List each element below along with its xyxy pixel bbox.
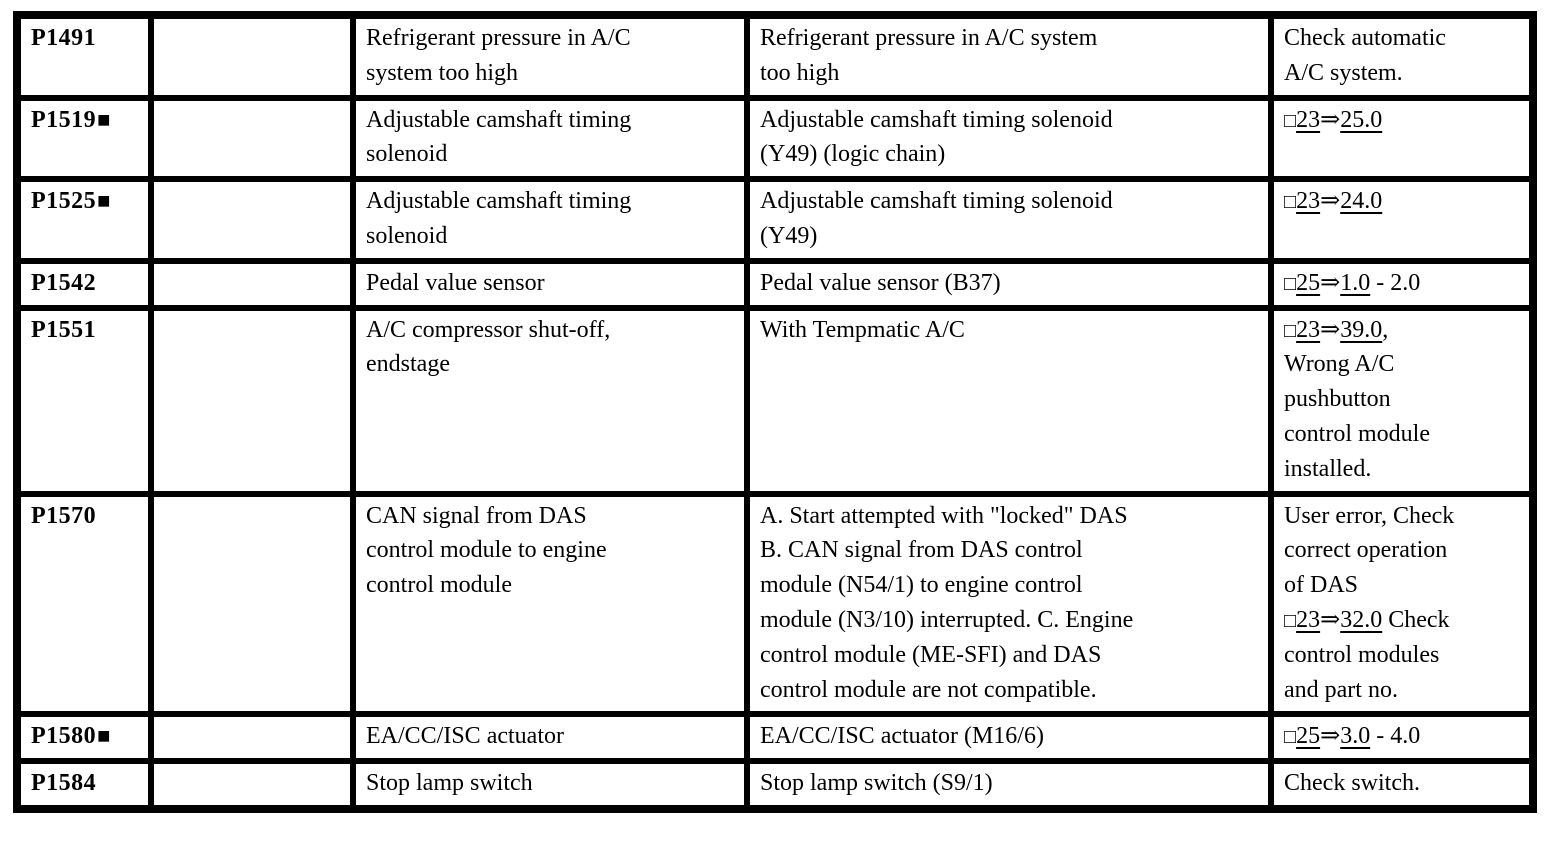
- blank-cell: [148, 711, 356, 765]
- remedy-text: - 2.0: [1370, 269, 1421, 296]
- table-row: P1525■ Adjustable camshaft timing solenoi…: [14, 176, 1536, 264]
- dtc-code-cell: P1542: [14, 257, 154, 311]
- fault-detail-cell: With Tempmatic A/C: [744, 304, 1274, 497]
- open-square-icon: □: [1284, 609, 1297, 632]
- blank-cell: [148, 758, 356, 812]
- remedy-cell: □25⇒3.0 - 4.0: [1268, 711, 1536, 765]
- filled-square-marker: ■: [97, 723, 111, 749]
- fault-short-description-cell: EA/CC/ISC actuator: [350, 711, 750, 765]
- remedy-text: ⇒: [1320, 188, 1341, 215]
- dtc-table: P1491 Refrigerant pressure in A/C system …: [13, 11, 1537, 813]
- test-step-reference: 23: [1296, 106, 1321, 133]
- dtc-code: P1570: [31, 502, 97, 529]
- fault-detail-cell: Pedal value sensor (B37): [744, 257, 1274, 311]
- blank-cell: [148, 176, 356, 264]
- filled-square-marker: ■: [97, 188, 111, 214]
- fault-detail-cell: A. Start attempted with "locked" DAS B. …: [744, 490, 1274, 718]
- blank-cell: [148, 12, 356, 101]
- table-row: P1570 CAN signal from DAS control module …: [14, 490, 1536, 718]
- fault-short-description-cell: Adjustable camshaft timing solenoid: [350, 94, 750, 183]
- fault-detail-cell: Refrigerant pressure in A/C system too h…: [744, 12, 1274, 101]
- remedy-cell: Check switch.: [1268, 758, 1536, 812]
- dtc-code: P1519: [31, 106, 97, 133]
- remedy-text: ⇒: [1320, 723, 1341, 750]
- remedy-cell: User error, Check correct operation of D…: [1268, 490, 1536, 718]
- dtc-code: P1580: [31, 723, 97, 750]
- fault-short-description-cell: Pedal value sensor: [350, 257, 750, 311]
- remedy-text: - 4.0: [1370, 723, 1421, 750]
- remedy-text: Check automatic A/C system.: [1284, 25, 1446, 86]
- remedy-cell: □23⇒24.0: [1268, 176, 1536, 264]
- fault-short-description-cell: CAN signal from DAS control module to en…: [350, 490, 750, 718]
- fault-short-description-cell: Adjustable camshaft timing solenoid: [350, 176, 750, 264]
- dtc-code: P1491: [31, 25, 97, 51]
- dtc-code-cell: P1519■: [14, 94, 154, 183]
- blank-cell: [148, 257, 356, 311]
- blank-cell: [148, 94, 356, 183]
- remedy-cell: □23⇒25.0: [1268, 94, 1536, 183]
- remedy-text: User error, Check correct operation of D…: [1284, 502, 1455, 599]
- test-step-reference: 25: [1296, 723, 1321, 750]
- fault-detail-cell: Adjustable camshaft timing solenoid (Y49…: [744, 94, 1274, 183]
- remedy-cell: □25⇒1.0 - 2.0: [1268, 257, 1536, 311]
- fault-detail-cell: EA/CC/ISC actuator (M16/6): [744, 711, 1274, 765]
- remedy-text: Check switch.: [1284, 770, 1420, 797]
- open-square-icon: □: [1284, 191, 1297, 214]
- blank-cell: [148, 304, 356, 497]
- filled-square-marker: ■: [97, 106, 111, 132]
- test-step-reference: 25: [1296, 269, 1321, 296]
- fault-detail-cell: Stop lamp switch (S9/1): [744, 758, 1274, 812]
- open-square-icon: □: [1284, 319, 1297, 342]
- dtc-table-body: P1491 Refrigerant pressure in A/C system …: [14, 12, 1536, 812]
- blank-cell: [148, 490, 356, 718]
- remedy-cell: □23⇒39.0, Wrong A/C pushbutton control m…: [1268, 304, 1536, 497]
- remedy-text: ⇒: [1320, 606, 1341, 633]
- remedy-text: ⇒: [1320, 269, 1341, 296]
- fault-short-description-cell: Stop lamp switch: [350, 758, 750, 812]
- dtc-code-cell: P1580■: [14, 711, 154, 765]
- remedy-cell: Check automatic A/C system.: [1268, 12, 1536, 101]
- open-square-icon: □: [1284, 109, 1297, 132]
- dtc-code: P1584: [31, 770, 97, 797]
- test-step-reference: 25.0: [1340, 106, 1383, 133]
- dtc-code: P1525: [31, 188, 97, 215]
- test-step-reference: 32.0: [1340, 606, 1383, 633]
- test-step-reference: 1.0: [1340, 269, 1371, 296]
- open-square-icon: □: [1284, 726, 1297, 749]
- remedy-text: , Wrong A/C pushbutton control module in…: [1284, 316, 1430, 482]
- test-step-reference: 23: [1296, 188, 1321, 215]
- dtc-code: P1551: [31, 316, 97, 343]
- open-square-icon: □: [1284, 272, 1297, 295]
- remedy-text: Check control modules and part no.: [1284, 606, 1450, 703]
- test-step-reference: 39.0: [1340, 316, 1383, 343]
- table-row: P1519■ Adjustable camshaft timing solenoi…: [14, 94, 1536, 183]
- dtc-code-cell: P1491: [14, 12, 154, 101]
- test-step-reference: 24.0: [1340, 188, 1383, 215]
- table-row: P1491 Refrigerant pressure in A/C system …: [14, 12, 1536, 101]
- dtc-code: P1542: [31, 269, 97, 296]
- remedy-text: ⇒: [1320, 316, 1341, 343]
- fault-detail-cell: Adjustable camshaft timing solenoid (Y49…: [744, 176, 1274, 264]
- dtc-code-cell: P1525■: [14, 176, 154, 264]
- fault-short-description-cell: Refrigerant pressure in A/C system too h…: [350, 12, 750, 101]
- fault-short-description-cell: A/C compressor shut-off, endstage: [350, 304, 750, 497]
- dtc-code-cell: P1584: [14, 758, 154, 812]
- test-step-reference: 3.0: [1340, 723, 1371, 750]
- test-step-reference: 23: [1296, 316, 1321, 343]
- test-step-reference: 23: [1296, 606, 1321, 633]
- dtc-code-cell: P1570: [14, 490, 154, 718]
- remedy-text: ⇒: [1320, 106, 1341, 133]
- dtc-code-cell: P1551: [14, 304, 154, 497]
